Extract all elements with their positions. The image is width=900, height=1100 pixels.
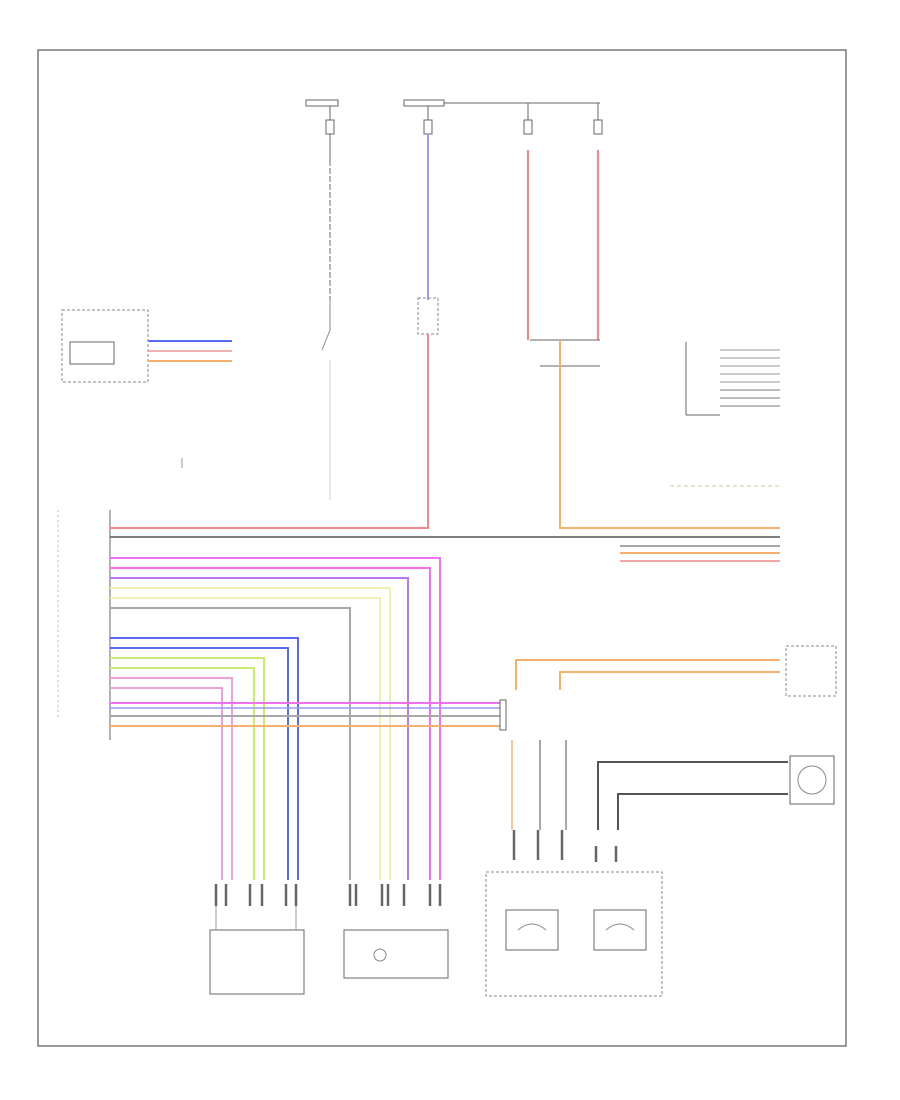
- transmission-range-sensor: [343, 884, 449, 979]
- fuse-block-right-2: [593, 103, 603, 340]
- multifunction-switch: [209, 884, 305, 995]
- fuse-block-right-1: [523, 103, 533, 340]
- pin-list-box: [685, 342, 780, 416]
- clutch-switch: [417, 297, 439, 520]
- instrument-cluster-connector: [61, 309, 232, 383]
- input-speed-sensors-module: [485, 830, 663, 997]
- output-speed-sensor: [597, 645, 837, 830]
- engine-control-module: [57, 510, 111, 740]
- signal-wires: [110, 340, 780, 880]
- fuse-block-left: [305, 99, 339, 300]
- fuse-block-center: [403, 99, 600, 300]
- junction-connector: [499, 659, 780, 830]
- diagram-frame: [37, 49, 847, 1047]
- brake-switch: [321, 300, 331, 500]
